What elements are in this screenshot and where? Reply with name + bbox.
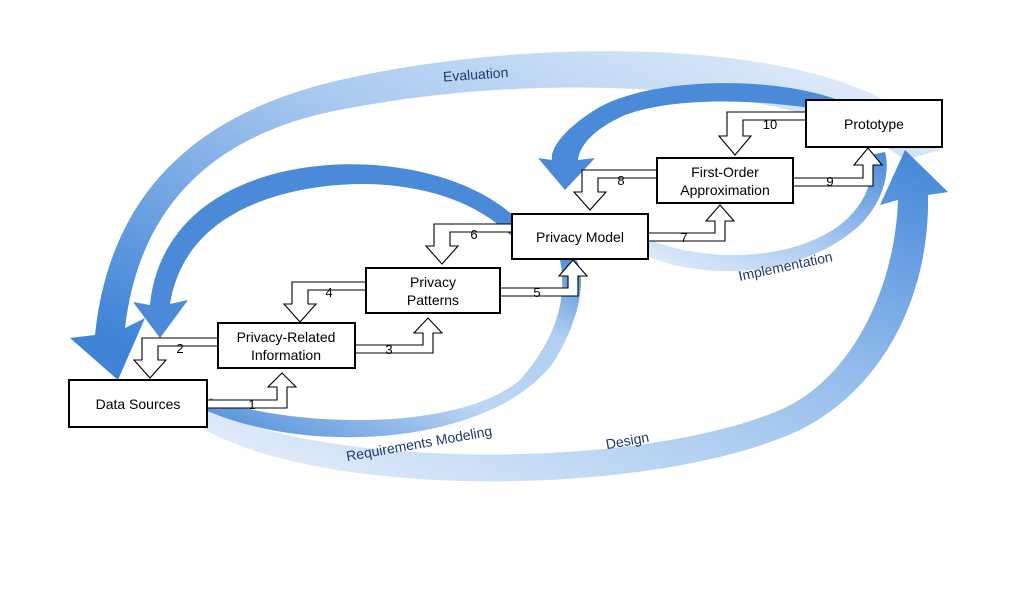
step-arrow-5 xyxy=(499,259,589,297)
step-number-6: 6 xyxy=(470,227,477,242)
step-arrow-1 xyxy=(206,372,298,409)
node-privacy-related-information: Privacy-Related Information xyxy=(217,322,356,369)
step-number-4: 4 xyxy=(325,285,332,300)
node-privacy-patterns-line2: Patterns xyxy=(407,292,459,308)
node-first-order-approximation-line2: Approximation xyxy=(680,182,770,198)
node-privacy-model-label: Privacy Model xyxy=(536,229,624,245)
step-number-5: 5 xyxy=(533,285,540,300)
requirements-modeling-arrow xyxy=(205,258,581,438)
step-number-10: 10 xyxy=(763,117,777,132)
step-number-8: 8 xyxy=(617,173,624,188)
node-privacy-patterns-line1: Privacy xyxy=(410,274,456,290)
step-number-9: 9 xyxy=(826,174,833,189)
inner-right-cycle-arrow xyxy=(538,83,838,190)
node-privacy-patterns: Privacy Patterns xyxy=(365,267,501,314)
design-label: Design xyxy=(605,429,651,452)
node-data-sources: Data Sources xyxy=(68,379,208,428)
step-arrow-2 xyxy=(132,337,219,379)
inner-left-cycle-arrow xyxy=(133,164,520,338)
step-arrow-8 xyxy=(572,169,658,211)
node-privacy-model: Privacy Model xyxy=(511,213,649,260)
step-arrow-9 xyxy=(792,147,884,187)
step-number-3: 3 xyxy=(385,342,392,357)
step-arrow-4 xyxy=(282,281,367,323)
node-prototype-label: Prototype xyxy=(844,116,904,132)
evaluation-label: Evaluation xyxy=(442,64,508,85)
step-arrow-10 xyxy=(717,111,807,156)
step-arrow-7 xyxy=(647,204,736,242)
step-number-2: 2 xyxy=(176,341,183,356)
step-number-7: 7 xyxy=(680,230,687,245)
design-cycle-arrow xyxy=(190,150,948,482)
node-first-order-approximation-line1: First-Order xyxy=(691,164,759,180)
step-arrow-3 xyxy=(354,317,444,354)
node-first-order-approximation: First-Order Approximation xyxy=(656,157,794,204)
node-privacy-related-information-line2: Information xyxy=(251,347,321,363)
step-number-1: 1 xyxy=(248,397,255,412)
node-data-sources-label: Data Sources xyxy=(96,396,181,412)
node-privacy-related-information-line1: Privacy-Related xyxy=(237,329,336,345)
implementation-arrow xyxy=(645,152,887,272)
node-prototype: Prototype xyxy=(805,99,943,148)
step-arrow-6 xyxy=(424,223,513,265)
